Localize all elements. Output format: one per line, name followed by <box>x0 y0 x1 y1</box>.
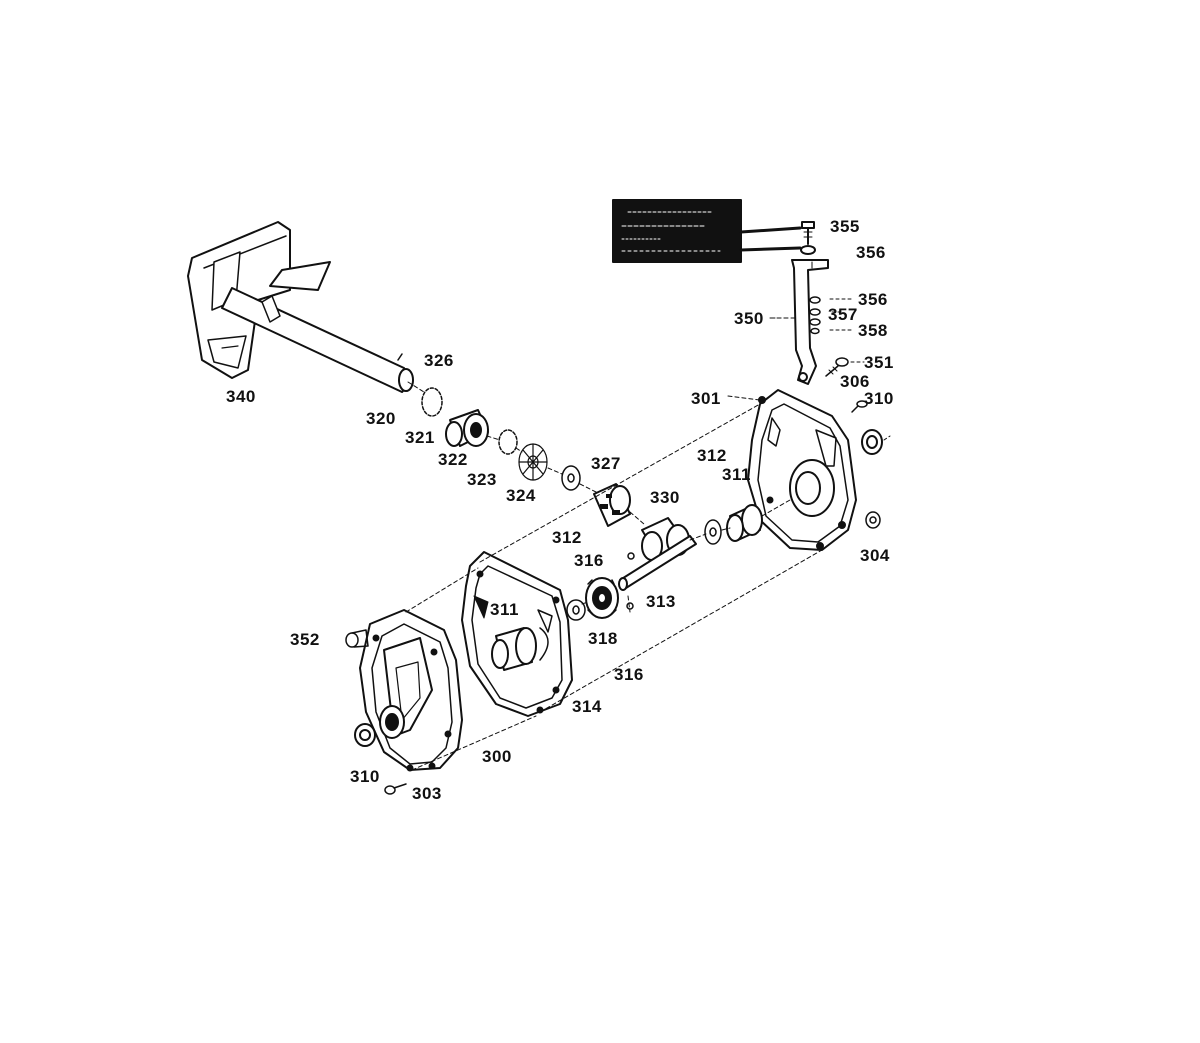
part-label-350: 350 <box>734 309 764 328</box>
part-label-340: 340 <box>226 387 256 406</box>
bearing-310-right-icon <box>861 429 891 455</box>
coupler-327-icon <box>593 483 631 527</box>
part-label-321: 321 <box>405 428 435 447</box>
part-label-323: 323 <box>467 470 497 489</box>
part-label-300: 300 <box>482 747 512 766</box>
part-label-358: 358 <box>858 321 888 340</box>
part-label-303: 303 <box>412 784 442 803</box>
gear-housing-301-icon <box>747 389 857 551</box>
part-label-310-left: 310 <box>350 767 380 786</box>
gear-housing-300-icon <box>359 609 463 772</box>
bolt-306-icon <box>851 400 868 413</box>
part-label-318: 318 <box>588 629 618 648</box>
part-label-306: 306 <box>840 372 870 391</box>
warning-decal <box>612 199 802 263</box>
part-label-316-top: 316 <box>574 551 604 570</box>
part-label-352: 352 <box>290 630 320 649</box>
washer-312-left-icon <box>566 599 586 621</box>
screw-351-icon <box>825 357 849 377</box>
washer-323-icon <box>498 429 518 455</box>
gasket-314-icon <box>461 551 573 717</box>
part-label-301: 301 <box>691 389 721 408</box>
part-label-320: 320 <box>366 409 396 428</box>
thrust-washer-324-icon <box>518 443 548 481</box>
part-label-356-top: 356 <box>856 243 886 262</box>
shaft-313-icon <box>618 535 697 591</box>
part-label-312-right: 312 <box>697 446 727 465</box>
part-label-313: 313 <box>646 592 676 611</box>
bracket-350-icon <box>791 259 829 385</box>
part-label-357: 357 <box>828 305 858 324</box>
part-label-356: 356 <box>858 290 888 309</box>
washer-312-right-icon <box>704 519 722 545</box>
washer-321-icon <box>421 387 443 417</box>
part-label-311-right: 311 <box>722 465 751 484</box>
screw-303-icon <box>384 783 407 795</box>
gear-318-icon <box>585 577 619 619</box>
spring-washers-icon <box>809 296 821 335</box>
part-label-326: 326 <box>424 351 454 370</box>
bearing-310-left-icon <box>354 723 376 747</box>
bearing-311-right-icon <box>726 504 763 542</box>
shaft-320-icon <box>221 287 414 393</box>
part-label-330: 330 <box>650 488 680 507</box>
part-label-314: 314 <box>572 697 602 716</box>
part-label-310-right: 310 <box>864 389 894 408</box>
part-label-327: 327 <box>591 454 621 473</box>
plug-352-icon <box>345 629 369 648</box>
part-label-355: 355 <box>830 217 860 236</box>
part-label-316-bottom: 316 <box>614 665 644 684</box>
part-label-324: 324 <box>506 486 536 505</box>
bolt-355-icon <box>800 221 816 255</box>
bearing-322-icon <box>445 409 489 447</box>
part-label-351: 351 <box>864 353 894 372</box>
part-label-304: 304 <box>860 546 890 565</box>
part-label-322: 322 <box>438 450 468 469</box>
washer-icon <box>561 465 581 491</box>
part-label-312-left: 312 <box>552 528 582 547</box>
part-label-311-left: 311 <box>490 600 519 619</box>
alignment-lines <box>405 317 823 771</box>
nut-304-icon <box>865 511 881 529</box>
pin-316-icon <box>626 552 635 610</box>
